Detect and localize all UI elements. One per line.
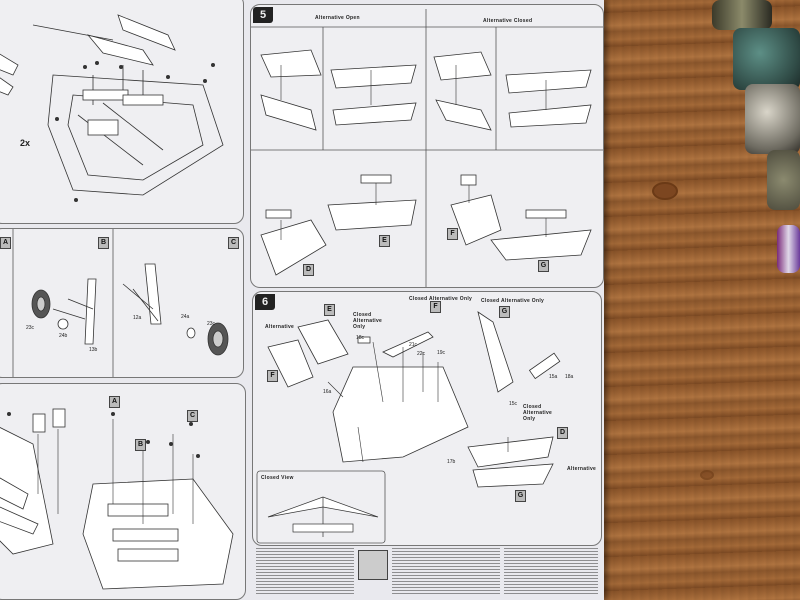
bay-label-b: B: [135, 439, 146, 451]
part-number: 18c: [356, 335, 365, 341]
bay-label-a: A: [109, 396, 120, 408]
closed-alternative-only-label: Closed Alternative Only: [481, 298, 545, 304]
closed-alternative-only-label: Closed Alternative Only: [353, 312, 383, 330]
step6-sub-label-g: G: [515, 490, 526, 502]
alternative-label: Alternative: [265, 324, 295, 330]
count-label: 2x: [20, 138, 31, 148]
panel-step-6: 6 Closed Alternative Only Closed Alterna…: [252, 291, 602, 546]
gear-label-c: C: [228, 237, 239, 249]
panel-weapons-bay: 2x: [0, 0, 244, 224]
panel-step-5: 5 Alternative Open Alternative Closed: [250, 4, 604, 288]
alternative-label: Alternative: [567, 466, 597, 472]
part-number: 19c: [437, 350, 446, 356]
sub-label-d: D: [303, 264, 314, 276]
wood-knot: [700, 470, 714, 480]
part-number: 13b: [89, 347, 98, 353]
closed-alternative-only-label: Closed Alternative Only: [523, 404, 553, 422]
part-number: 24b: [59, 333, 68, 339]
part-number: 23c: [207, 321, 216, 327]
gear-label-a: A: [0, 237, 11, 249]
step-6-drawing: [256, 311, 561, 544]
part-number: 21c: [409, 342, 418, 348]
part-number: 16a: [323, 389, 332, 395]
paint-jar: [777, 225, 800, 273]
step6-sub-label-f: F: [430, 301, 441, 313]
part-number: 15c: [509, 401, 518, 407]
step6-sub-label-e: E: [324, 304, 335, 316]
alternative-closed-label: Alternative Closed: [483, 18, 533, 24]
alternative-open-label: Alternative Open: [315, 15, 360, 21]
closed-view-label: Closed View: [261, 475, 294, 481]
weapons-bay-drawing: [0, 14, 224, 202]
paint-jar: [712, 0, 772, 30]
step-number: 6: [255, 294, 275, 310]
paint-jar: [733, 28, 800, 90]
part-number: 22c: [417, 351, 426, 357]
step-number: 5: [253, 7, 273, 23]
part-number: 18a: [565, 374, 574, 380]
gear-bays-drawing: [0, 408, 234, 590]
panel-landing-gear: A B C 23c 24b 13b 12a 24a 23c: [0, 228, 244, 378]
instruction-text-block: [392, 548, 500, 596]
landing-gear-drawing: [12, 229, 229, 377]
closed-alternative-only-label: Closed Alternative Only: [409, 296, 473, 302]
part-number: 12a: [133, 315, 142, 321]
sub-label-g: G: [538, 260, 549, 272]
instruction-sheet: 2x 5 Alternative Open Alternative Closed: [0, 0, 604, 600]
part-number: 24a: [181, 314, 190, 320]
part-number: 15a: [549, 374, 558, 380]
step6-sub-label-g: G: [499, 306, 510, 318]
paint-jar: [767, 150, 800, 210]
wood-knot: [652, 182, 678, 200]
instruction-text-block: [504, 548, 598, 596]
step-5-drawing: [251, 9, 603, 287]
step6-sub-label-f: F: [267, 370, 278, 382]
sub-label-f: F: [447, 228, 458, 240]
sub-label-e: E: [379, 235, 390, 247]
part-number: 17b: [447, 459, 456, 465]
warning-icon: [358, 550, 388, 580]
step6-sub-label-d: D: [557, 427, 568, 439]
paint-jar: [745, 84, 800, 154]
bay-label-c: C: [187, 410, 198, 422]
instruction-text-block: [256, 548, 354, 596]
gear-label-b: B: [98, 237, 109, 249]
part-number: 23c: [26, 325, 35, 331]
panel-gear-bays: A B C: [0, 383, 246, 600]
